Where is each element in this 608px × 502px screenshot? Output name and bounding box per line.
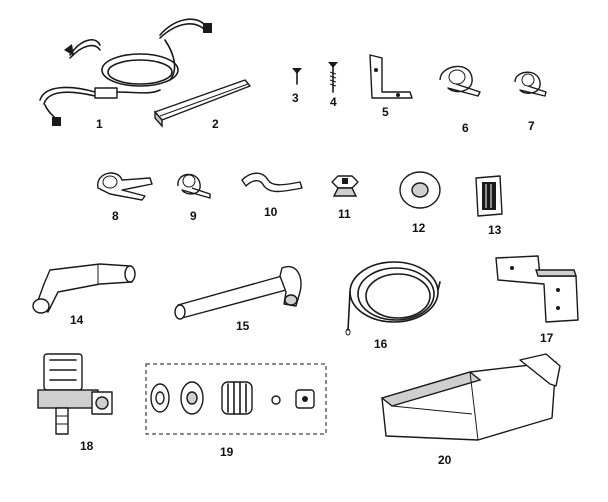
part-19-kit — [145, 363, 327, 435]
part-label-15: 15 — [236, 319, 250, 333]
part-18-water-valve — [37, 353, 113, 435]
part-label-16: 16 — [374, 337, 388, 351]
part-3-screw — [292, 68, 302, 85]
part-14-fill-tube — [32, 263, 136, 314]
part-label-3: 3 — [292, 91, 299, 105]
part-label-6: 6 — [462, 121, 469, 135]
part-label-9: 9 — [190, 209, 197, 223]
part-7-clamp — [514, 71, 547, 97]
part-label-1: 1 — [96, 117, 103, 131]
part-label-8: 8 — [112, 209, 119, 223]
part-label-5: 5 — [382, 105, 389, 119]
part-label-17: 17 — [540, 331, 554, 345]
part-label-2: 2 — [212, 117, 219, 131]
part-4-screw — [328, 62, 338, 93]
part-label-18: 18 — [80, 439, 94, 453]
part-label-14: 14 — [70, 313, 84, 327]
part-label-10: 10 — [264, 205, 278, 219]
part-12-grommet — [399, 171, 441, 209]
part-label-20: 20 — [438, 453, 452, 467]
part-label-13: 13 — [488, 223, 502, 237]
part-15-fill-tube — [174, 265, 302, 320]
part-6-clamp — [439, 65, 481, 97]
part-9-clip — [177, 173, 211, 199]
part-8-clip — [97, 172, 153, 201]
part-2-channel — [154, 79, 251, 128]
part-11-spacer — [331, 175, 359, 197]
part-10-strap — [241, 172, 303, 193]
part-13-pad — [475, 175, 503, 217]
part-20-ice-bin — [380, 353, 561, 441]
part-label-11: 11 — [338, 207, 351, 221]
part-label-12: 12 — [412, 221, 426, 235]
part-1-wire-harness — [39, 18, 212, 126]
part-5-bracket — [369, 54, 413, 99]
part-label-7: 7 — [528, 119, 535, 133]
part-16-tubing — [345, 261, 441, 336]
part-label-19: 19 — [220, 445, 234, 459]
part-17-bracket — [495, 255, 579, 323]
part-label-4: 4 — [330, 95, 337, 109]
